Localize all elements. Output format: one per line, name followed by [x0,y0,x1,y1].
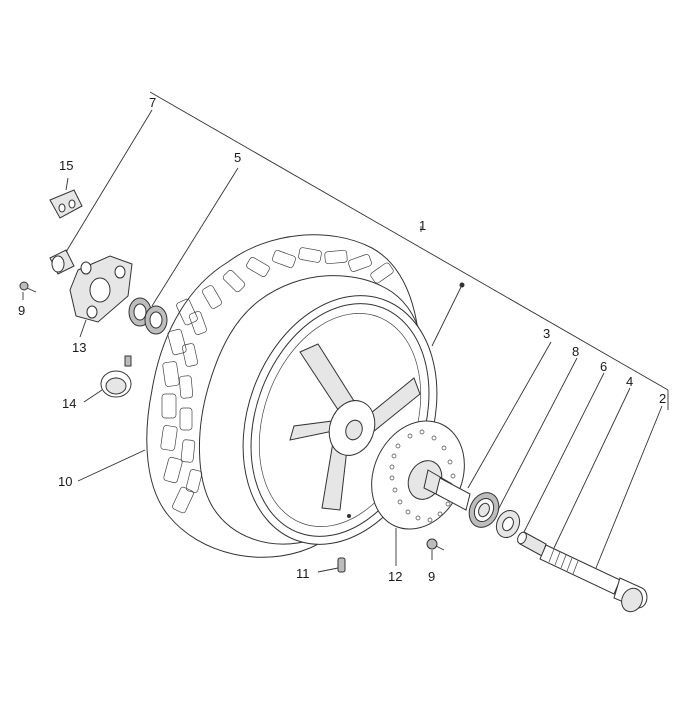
seal-8 [495,509,521,539]
valve-11 [337,557,346,573]
clamp-14 [100,355,132,398]
callout-10: 10 [58,474,72,489]
bearing-3 [468,492,500,528]
callout-11: 11 [296,566,310,581]
callout-8: 8 [572,344,579,359]
hub-spacer [435,477,471,511]
callout-9-bottom: 9 [428,569,435,584]
bushing-7 [49,249,75,275]
assembly-bracket [149,91,669,410]
callout-13: 13 [72,340,86,355]
screw-9-bottom [426,538,445,551]
callout-7: 7 [149,95,156,110]
leader-dot [459,282,465,288]
callout-3: 3 [543,326,550,341]
callout-14: 14 [62,396,76,411]
spacer-6 [517,531,547,557]
callout-12: 12 [388,569,402,584]
callout-4: 4 [626,374,633,389]
callout-5: 5 [234,150,241,165]
bearing-5 [128,297,168,335]
callout-15: 15 [59,158,73,173]
callout-9-left: 9 [18,303,25,318]
callout-2: 2 [659,391,666,406]
callout-1: 1 [419,218,426,233]
wheel-axle [539,544,648,613]
leader-lines [22,109,663,573]
clip-15 [49,189,83,219]
brake-disc-holes [389,429,456,523]
callout-6: 6 [600,359,607,374]
drive-flange-13 [69,255,133,323]
screw-9-left [19,281,37,293]
axle-thread [548,548,579,575]
tire-tread [160,247,394,514]
